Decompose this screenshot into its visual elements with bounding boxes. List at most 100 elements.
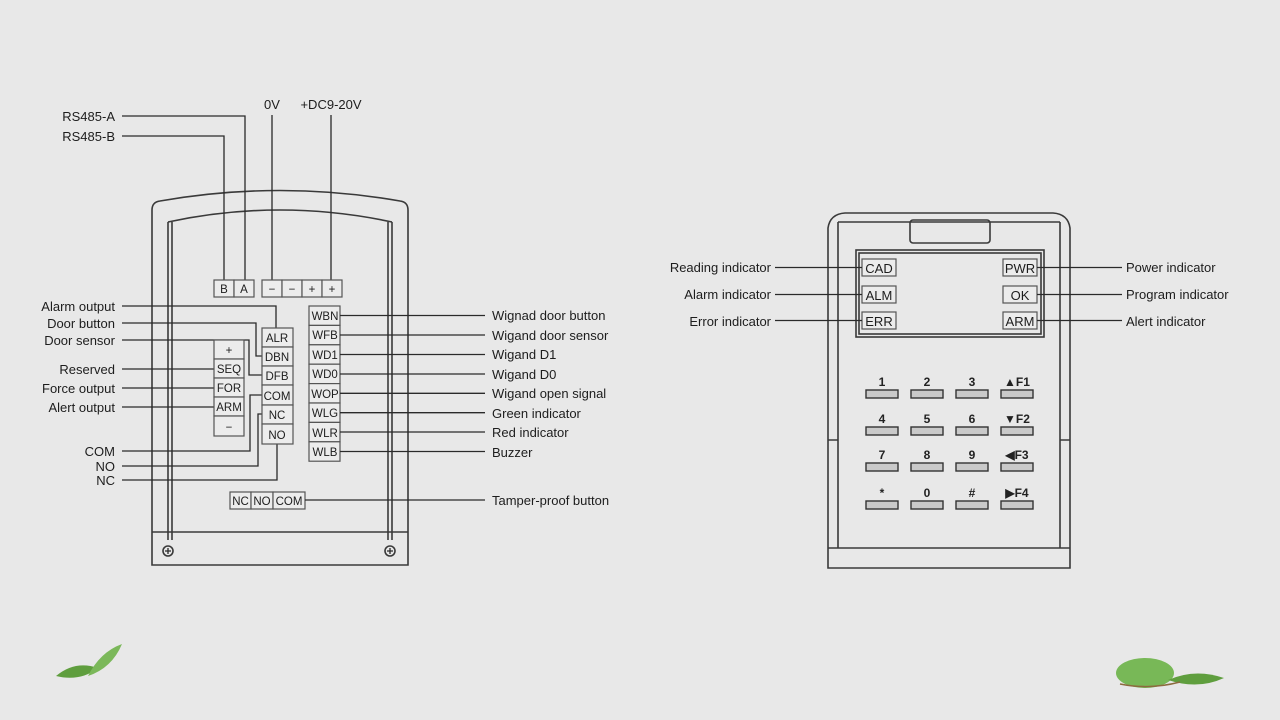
key-button[interactable] (910, 500, 944, 510)
key-#[interactable]: # (955, 486, 989, 510)
key-button[interactable] (865, 389, 899, 399)
key-label: 5 (924, 412, 931, 426)
key-button[interactable] (955, 462, 989, 472)
key-*[interactable]: * (865, 486, 899, 510)
screw-icon (384, 545, 396, 557)
label-tamper: Tamper-proof button (492, 493, 609, 508)
label-rs485-b: RS485-B (62, 129, 115, 144)
terminal-label: DFB (266, 371, 289, 383)
key-label: ▶F4 (1004, 486, 1029, 500)
key-label: 7 (879, 448, 886, 462)
terminal-neg1: − (269, 284, 276, 296)
terminal-label: Wignad door button (492, 308, 605, 323)
key-button[interactable] (910, 426, 944, 436)
key-button[interactable] (1000, 426, 1034, 436)
terminal-label: ARM (216, 402, 242, 414)
terminal-label: NO (268, 430, 285, 442)
label-reserved: Reserved (59, 362, 115, 377)
keypad-body (827, 212, 1071, 569)
terminal-label: Wigand D0 (492, 367, 556, 382)
label-alarm-output: Alarm output (41, 299, 115, 314)
left-labels: Alarm output Door button Door sensor Res… (41, 299, 115, 488)
terminal-pos1: + (309, 284, 316, 296)
terminal-label: NO (253, 496, 270, 508)
key-label: * (880, 486, 885, 500)
terminal-label: + (226, 345, 233, 357)
power-terminals: B A − − + + (213, 279, 343, 298)
terminal-label: Reading indicator (670, 260, 772, 275)
key-0[interactable]: 0 (910, 486, 944, 510)
key-▲F1[interactable]: ▲F1 (1000, 375, 1034, 399)
key-button[interactable] (910, 462, 944, 472)
terminal-label: ARM (1006, 314, 1035, 329)
terminal-label: Green indicator (492, 406, 582, 421)
key-6[interactable]: 6 (955, 412, 989, 436)
key-label: 1 (879, 375, 886, 389)
terminal-label: WFB (312, 330, 338, 342)
key-button[interactable] (955, 500, 989, 510)
key-button[interactable] (1000, 500, 1034, 510)
key-7[interactable]: 7 (865, 448, 899, 472)
key-button[interactable] (955, 426, 989, 436)
label-alert-output: Alert output (49, 400, 116, 415)
terminal-label: Power indicator (1126, 260, 1216, 275)
terminal-label: SEQ (217, 364, 241, 376)
terminal-label: WLB (313, 447, 338, 459)
key-label: ▲F1 (1004, 375, 1030, 389)
key-◀F3[interactable]: ◀F3 (1000, 448, 1034, 472)
label-0v: 0V (264, 97, 280, 112)
terminal-label: WOP (311, 389, 339, 401)
terminal-label: WD1 (312, 350, 338, 362)
terminal-label: WLG (312, 408, 338, 420)
key-label: 2 (924, 375, 931, 389)
key-1[interactable]: 1 (865, 375, 899, 399)
terminal-label: NC (232, 496, 249, 508)
label-no: NO (96, 459, 116, 474)
card-window (909, 219, 991, 244)
key-8[interactable]: 8 (910, 448, 944, 472)
terminal-label: NC (269, 410, 286, 422)
leaf-decoration-right (1116, 658, 1224, 688)
key-label: 0 (924, 486, 931, 500)
controller-body (151, 189, 409, 566)
key-4[interactable]: 4 (865, 412, 899, 436)
left-terminal-column: + SEQ FOR ARM − (213, 339, 245, 437)
key-button[interactable] (865, 462, 899, 472)
key-button[interactable] (955, 389, 989, 399)
label-dc: +DC9-20V (300, 97, 361, 112)
key-label: 3 (969, 375, 976, 389)
key-▶F4[interactable]: ▶F4 (1000, 486, 1034, 510)
label-door-button: Door button (47, 316, 115, 331)
terminal-label: DBN (265, 352, 289, 364)
key-label: 4 (879, 412, 886, 426)
terminal-label: FOR (217, 383, 241, 395)
terminal-label: ALM (866, 288, 893, 303)
terminal-label: Buzzer (492, 445, 533, 460)
label-com: COM (85, 444, 115, 459)
key-label: ◀F3 (1004, 448, 1029, 462)
terminal-label: CAD (865, 261, 892, 276)
key-button[interactable] (1000, 462, 1034, 472)
key-9[interactable]: 9 (955, 448, 989, 472)
label-door-sensor: Door sensor (44, 333, 115, 348)
terminal-label: − (226, 422, 233, 434)
key-5[interactable]: 5 (910, 412, 944, 436)
terminal-label: Wigand open signal (492, 386, 606, 401)
terminal-label: Program indicator (1126, 287, 1229, 302)
key-▼F2[interactable]: ▼F2 (1000, 412, 1034, 436)
key-label: ▼F2 (1004, 412, 1030, 426)
key-2[interactable]: 2 (910, 375, 944, 399)
key-button[interactable] (1000, 389, 1034, 399)
label-rs485-a: RS485-A (62, 109, 115, 124)
terminal-label: Alarm indicator (684, 287, 771, 302)
terminal-label: Wigand door sensor (492, 328, 609, 343)
key-button[interactable] (865, 426, 899, 436)
label-force-output: Force output (42, 381, 115, 396)
key-button[interactable] (910, 389, 944, 399)
key-3[interactable]: 3 (955, 375, 989, 399)
terminal-label: COM (264, 391, 291, 403)
wiegand-terminal-column: WBN WFB WD1 WD0 WOP WLG WLR WLB (308, 305, 341, 462)
key-button[interactable] (865, 500, 899, 510)
